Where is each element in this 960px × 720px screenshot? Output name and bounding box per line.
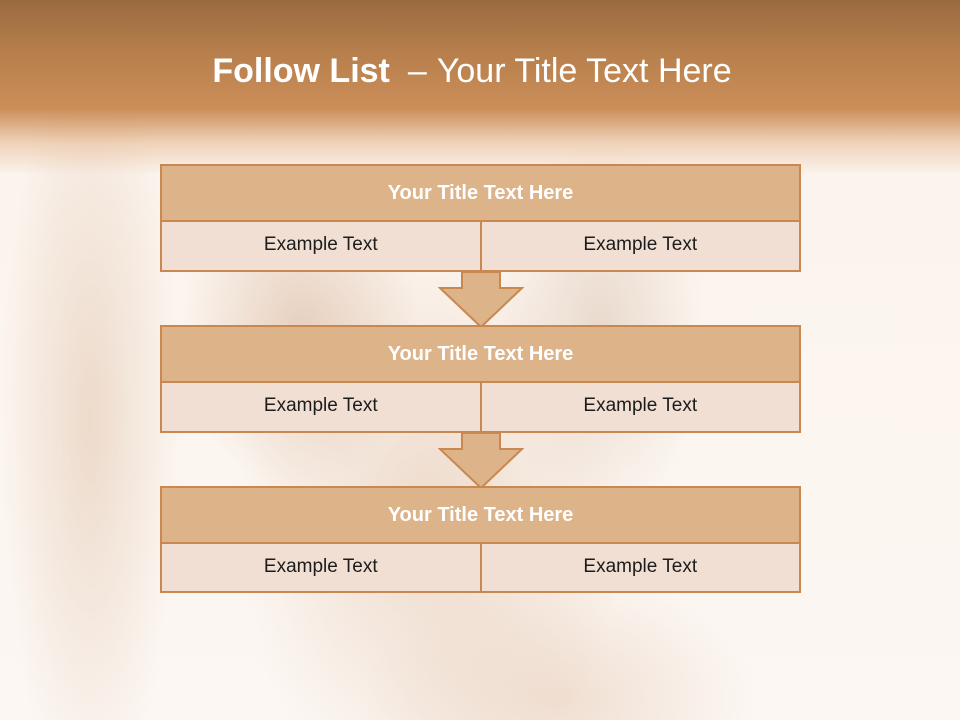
down-arrow-2 [438,433,524,489]
step-box-3: Your Title Text Here Example Text Exampl… [160,486,801,593]
down-arrow-1 [438,272,524,328]
step-box-1: Your Title Text Here Example Text Exampl… [160,164,801,272]
slide-title-separator: – [407,52,427,90]
slide-title-rest: Your Title Text Here [436,52,732,90]
step-box-2: Your Title Text Here Example Text Exampl… [160,325,801,433]
step-row-1: Example Text Example Text [162,222,799,270]
step-3-cell-left: Example Text [162,544,480,591]
step-row-2: Example Text Example Text [162,383,799,431]
step-1-cell-left: Example Text [162,222,480,270]
step-title-2: Your Title Text Here [162,327,799,383]
slide-title-bold: Follow List [212,52,390,90]
step-title-1: Your Title Text Here [162,166,799,222]
step-2-cell-right: Example Text [479,383,799,431]
step-1-cell-right: Example Text [479,222,799,270]
step-title-3: Your Title Text Here [162,488,799,544]
slide-title: Follow List–Your Title Text Here [0,52,944,91]
step-3-cell-right: Example Text [479,544,799,591]
step-row-3: Example Text Example Text [162,544,799,591]
header-band [0,0,960,175]
step-2-cell-left: Example Text [162,383,480,431]
